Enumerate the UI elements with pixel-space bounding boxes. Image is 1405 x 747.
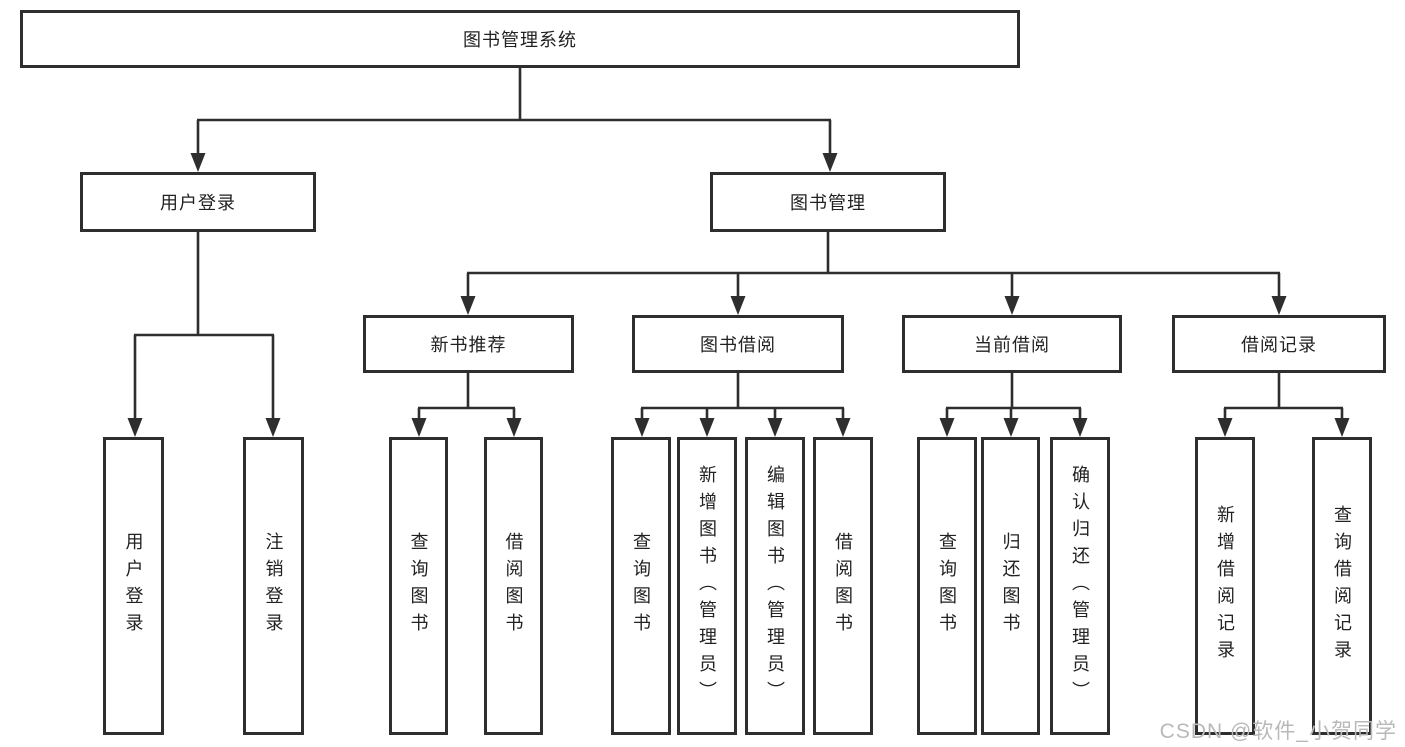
leaf-return-books: 归还图书 xyxy=(981,437,1040,735)
leaf-edit-books-admin: 编辑图书（管理员） xyxy=(745,437,805,735)
arrowheads xyxy=(127,153,1350,437)
leaf-query-books-recommend: 查询图书 xyxy=(389,437,448,735)
leaf-borrow-books-recommend: 借阅图书 xyxy=(484,437,543,735)
leaf-add-borrow-record: 新增借阅记录 xyxy=(1195,437,1255,735)
node-user-login: 用户登录 xyxy=(80,172,316,232)
leaf-query-books-borrowing: 查询图书 xyxy=(611,437,671,735)
leaf-query-borrow-record: 查询借阅记录 xyxy=(1312,437,1372,735)
leaf-confirm-return-admin: 确认归还（管理员） xyxy=(1050,437,1110,735)
leaf-query-books-current: 查询图书 xyxy=(917,437,977,735)
node-library-system: 图书管理系统 xyxy=(20,10,1020,68)
csdn-watermark: CSDN @软件_小贺同学 xyxy=(1159,720,1397,743)
node-book-management: 图书管理 xyxy=(710,172,946,232)
leaf-borrow-books: 借阅图书 xyxy=(813,437,873,735)
leaf-user-login: 用户登录 xyxy=(103,437,164,735)
node-new-book-recommend: 新书推荐 xyxy=(363,315,574,373)
node-book-borrowing: 图书借阅 xyxy=(632,315,844,373)
node-borrowing-records: 借阅记录 xyxy=(1172,315,1386,373)
node-current-borrowing: 当前借阅 xyxy=(902,315,1122,373)
leaf-logout: 注销登录 xyxy=(243,437,304,735)
leaf-add-books-admin: 新增图书（管理员） xyxy=(677,437,737,735)
